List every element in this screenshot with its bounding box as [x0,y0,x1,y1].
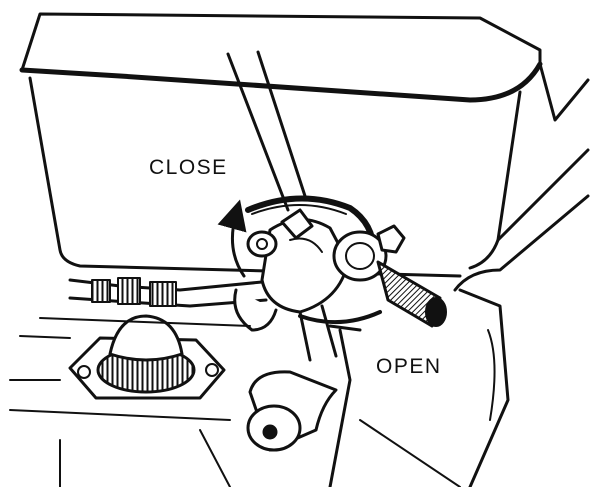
close-direction-arrow [232,214,244,276]
open-label: OPEN [376,356,442,377]
carburetor-plug [248,372,336,450]
fuel-hose [228,52,305,210]
fuel-valve [248,198,446,330]
close-label: CLOSE [149,157,228,178]
primer-bulb [70,316,224,398]
